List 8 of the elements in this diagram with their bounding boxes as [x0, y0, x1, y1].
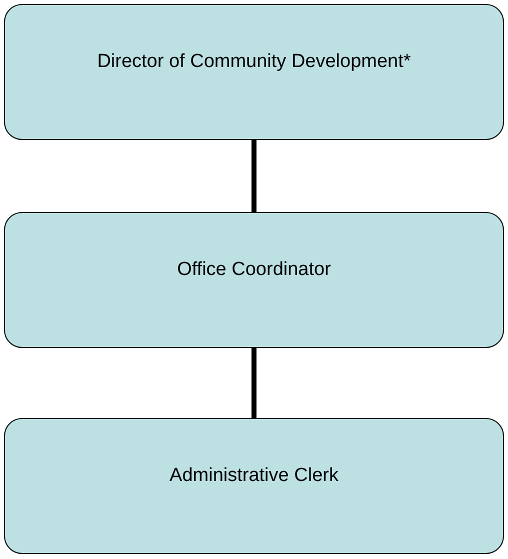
connector-line [252, 140, 256, 212]
role-title: Office Coordinator [177, 258, 331, 282]
role-title: Administrative Clerk [170, 464, 338, 488]
org-box [4, 4, 504, 140]
org-box [4, 418, 504, 554]
connector-line [252, 348, 256, 418]
org-box [4, 212, 504, 348]
role-title: Director of Community Development* [97, 50, 411, 74]
